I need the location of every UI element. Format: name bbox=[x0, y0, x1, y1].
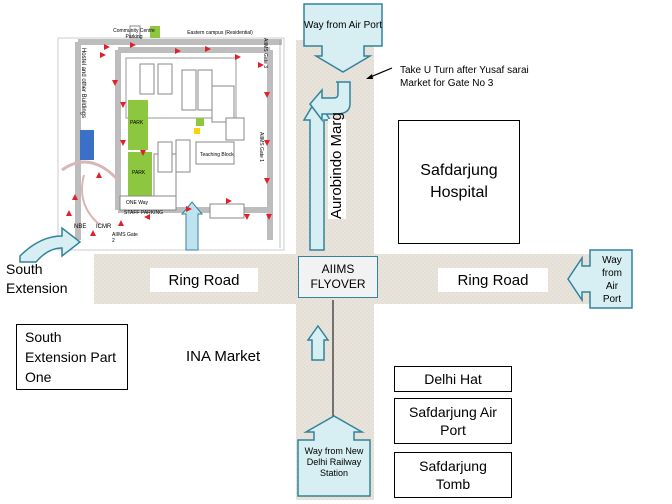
ring-road-label-east: Ring Road bbox=[438, 268, 548, 292]
nbe-label: NBE bbox=[74, 224, 87, 230]
arrow-from-airport-right bbox=[567, 249, 633, 309]
railway-text: Way from New Delhi Railway Station bbox=[304, 446, 364, 478]
icmr-label: ICMR bbox=[96, 224, 112, 230]
aiims-flyover-label: AIIMS FLYOVER bbox=[298, 256, 378, 298]
ring-road-label-west: Ring Road bbox=[150, 268, 258, 292]
airport-top-text: Way from Air Port bbox=[304, 20, 382, 31]
arrow-from-railway bbox=[297, 415, 371, 497]
u-turn-note: Take U Turn after Yusaf sarai Market for… bbox=[400, 65, 529, 89]
park-green-2 bbox=[128, 152, 152, 196]
safdarjung-hospital-box: Safdarjung Hospital bbox=[398, 120, 520, 244]
eastern-campus-label: Eastern campus (Residential) bbox=[187, 30, 253, 36]
aurobindo-marg-label: Aurobindo Marg bbox=[328, 112, 346, 219]
park1-label: PARK bbox=[130, 120, 144, 126]
campus-map bbox=[57, 25, 285, 251]
gate3-label: AIIMS Gate 3 bbox=[262, 37, 269, 69]
one-way-label: ONE Way bbox=[126, 200, 149, 206]
gate2-label: AIIMS Gate 2 bbox=[112, 232, 138, 244]
hostel-block bbox=[80, 130, 94, 160]
safdarjung-tomb-box: Safdarjung Tomb bbox=[394, 452, 512, 498]
south-extension-part-one-box: South Extension Part One bbox=[16, 324, 128, 390]
safdarjung-airport-box: Safdarjung Air Port bbox=[394, 398, 512, 444]
staff-parking-label: STAFF PARKING bbox=[124, 210, 163, 216]
u-turn-arrow bbox=[309, 81, 351, 123]
teaching-block-label: Teaching Block bbox=[200, 152, 234, 158]
park-green-1 bbox=[128, 100, 148, 150]
hostel-label: Hostel and other Buildings bbox=[80, 47, 87, 119]
delhi-hat-box: Delhi Hat bbox=[394, 366, 512, 392]
ina-market-label: INA Market bbox=[186, 348, 261, 365]
gate1-label: AIIMS Gate 1 bbox=[258, 131, 265, 163]
airport-right-text: Way from Air Port bbox=[602, 255, 622, 305]
park2-label: PARK bbox=[132, 170, 146, 176]
arrow-from-airport-top bbox=[303, 3, 383, 73]
north-arrow-lower bbox=[306, 324, 330, 361]
community-centre-label: Community Centre Parking bbox=[113, 28, 155, 40]
south-extension-label: South Extension bbox=[6, 261, 68, 296]
arrow-south-extension bbox=[19, 226, 82, 263]
